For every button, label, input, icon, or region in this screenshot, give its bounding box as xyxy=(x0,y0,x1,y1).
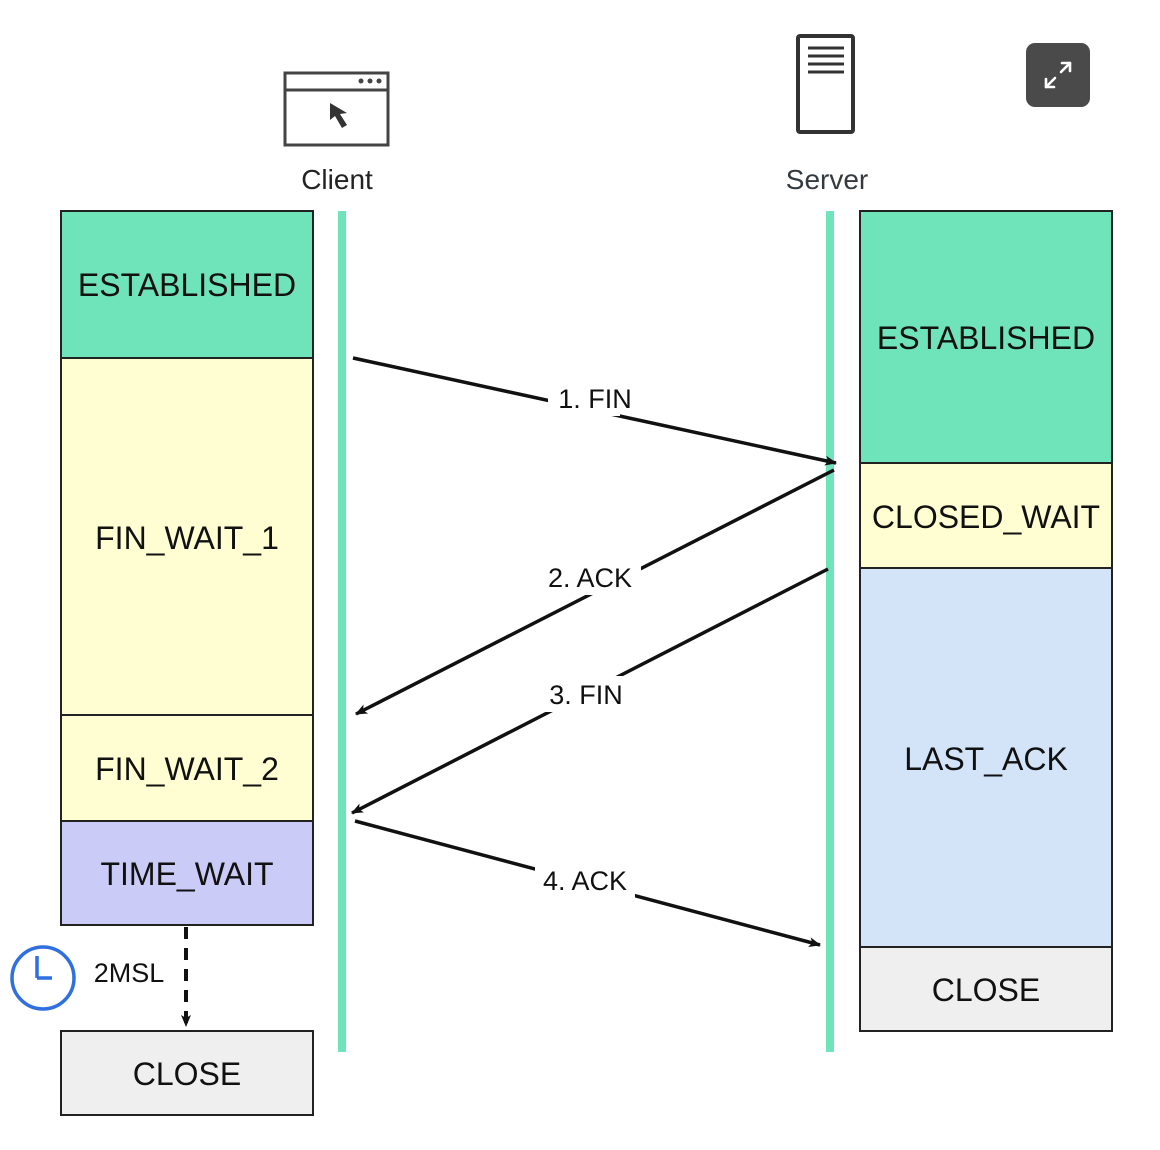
client-state-fin-wait-1-label: FIN_WAIT_1 xyxy=(95,520,279,556)
client-state-established-label: ESTABLISHED xyxy=(78,267,296,303)
message-3-label: 3. FIN xyxy=(549,680,623,710)
message-1-fin: 1. FIN xyxy=(352,356,837,466)
expand-button[interactable] xyxy=(1026,43,1090,107)
message-3-fin: 3. FIN xyxy=(351,567,829,815)
client-state-established: ESTABLISHED xyxy=(60,210,314,359)
client-state-fin-wait-2: FIN_WAIT_2 xyxy=(60,714,314,822)
browser-window-icon xyxy=(283,71,390,147)
server-icon xyxy=(796,34,855,134)
client-state-time-wait-label: TIME_WAIT xyxy=(100,856,273,892)
server-label: Server xyxy=(786,164,868,195)
server-state-close: CLOSE xyxy=(859,946,1113,1032)
message-1-label: 1. FIN xyxy=(558,384,632,414)
server-state-last-ack-label: LAST_ACK xyxy=(904,741,1068,777)
client-state-fin-wait-1: FIN_WAIT_1 xyxy=(60,357,314,716)
server-state-established-label: ESTABLISHED xyxy=(877,320,1095,356)
message-4-label: 4. ACK xyxy=(543,866,627,896)
client-state-close: CLOSE xyxy=(60,1030,314,1116)
timer-label: 2MSL xyxy=(94,958,165,988)
client-state-close-label: CLOSE xyxy=(133,1056,241,1092)
server-state-established: ESTABLISHED xyxy=(859,210,1113,464)
server-state-closed-wait: CLOSED_WAIT xyxy=(859,462,1113,569)
message-2-ack: 2. ACK xyxy=(355,468,835,716)
client-timeline xyxy=(338,211,346,1052)
expand-icon xyxy=(1044,61,1072,89)
message-2-label: 2. ACK xyxy=(548,563,632,593)
client-state-fin-wait-2-label: FIN_WAIT_2 xyxy=(95,751,279,787)
message-4-ack: 4. ACK xyxy=(354,819,821,947)
server-timeline xyxy=(826,211,834,1052)
client-state-time-wait: TIME_WAIT xyxy=(60,820,314,926)
server-state-closed-wait-label: CLOSED_WAIT xyxy=(872,499,1100,535)
server-state-last-ack: LAST_ACK xyxy=(859,567,1113,948)
clock-icon xyxy=(10,945,76,1011)
client-label: Client xyxy=(301,164,373,195)
server-state-close-label: CLOSE xyxy=(932,972,1040,1008)
